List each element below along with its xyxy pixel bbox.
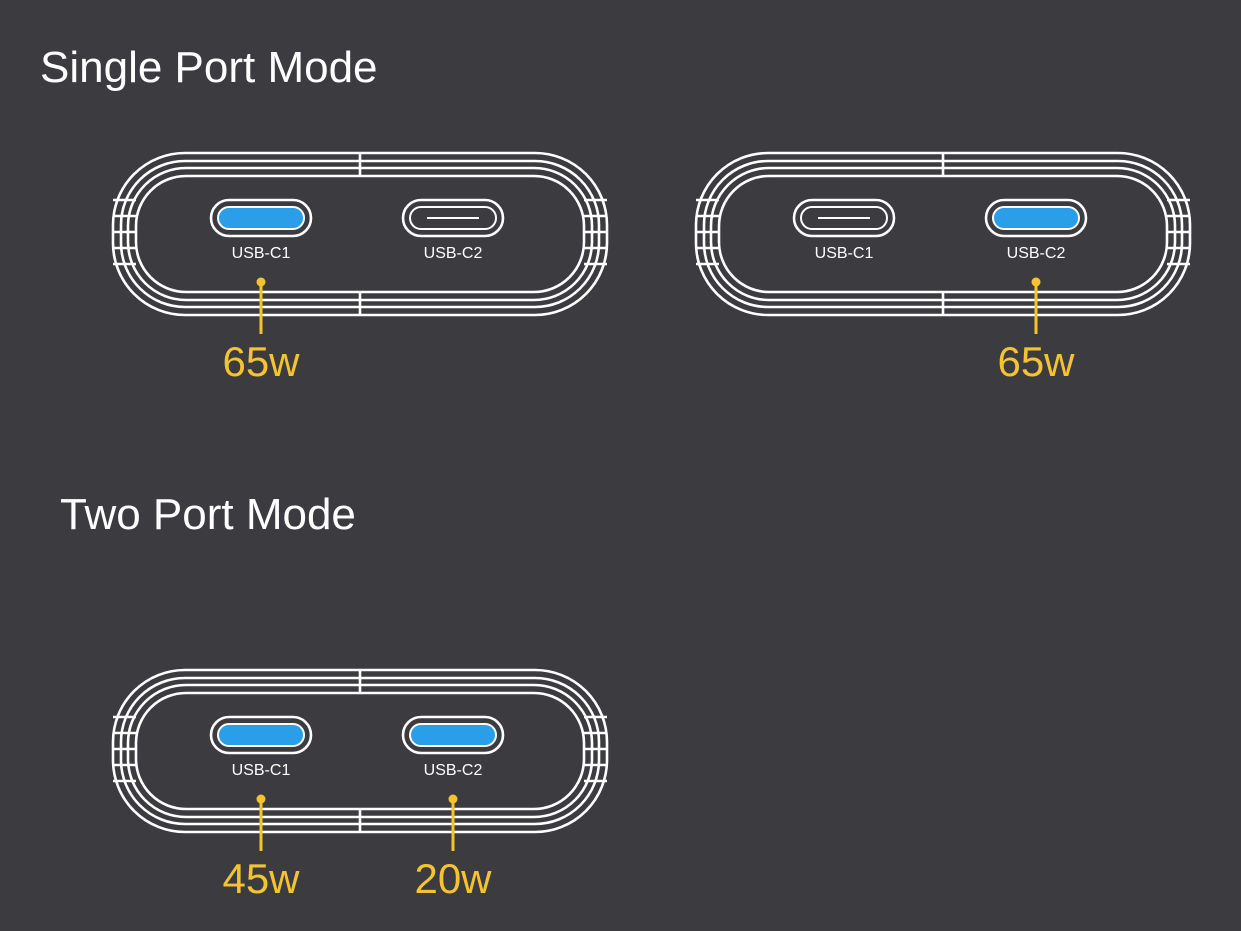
port-label: USB-C1 [232,245,291,262]
usb-c-port-1 [209,198,313,238]
two-mode-device: USB-C1 45w USB-C2 20w [111,668,609,902]
two-port-mode-heading: Two Port Mode [60,490,356,539]
power-callout [256,277,266,334]
charger-body [694,151,1192,317]
port-label: USB-C1 [232,762,291,779]
single-port-mode-heading: Single Port Mode [40,43,378,92]
usb-c-port-1 [792,198,896,238]
usb-c-port-2 [401,198,505,238]
power-callout [1031,277,1041,334]
port-label: USB-C2 [424,762,483,779]
charger-body [111,668,609,834]
wattage-label: 45w [222,855,300,902]
usb-c-port-2 [984,198,1088,238]
wattage-label: 65w [997,338,1075,385]
port-label: USB-C2 [1007,245,1066,262]
single-mode-device-c1-active: USB-C1 65w USB-C2 [111,151,609,385]
single-mode-device-c2-active: USB-C1 USB-C2 65w [694,151,1192,385]
wattage-label: 20w [414,855,492,902]
port-label: USB-C2 [424,245,483,262]
port-label: USB-C1 [815,245,874,262]
usb-c-port-1 [209,715,313,755]
power-callout [448,794,458,851]
power-callout [256,794,266,851]
charger-body [111,151,609,317]
usb-c-port-2 [401,715,505,755]
wattage-label: 65w [222,338,300,385]
